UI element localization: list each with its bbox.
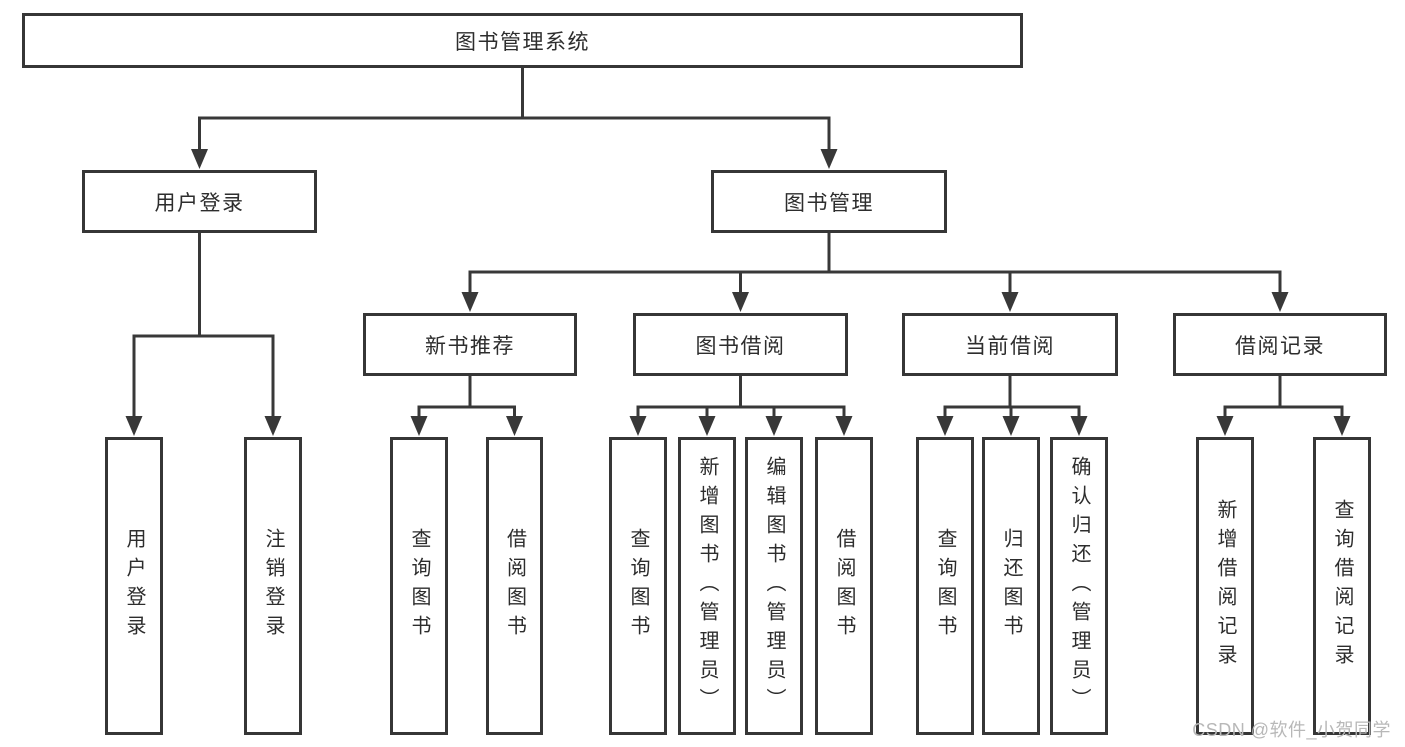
node-bb-add: 新增图书（管理员） (678, 437, 736, 735)
node-label: 图书管理系统 (455, 30, 590, 54)
node-current-borrow: 当前借阅 (902, 313, 1118, 376)
arrowhead-icon (461, 292, 479, 312)
node-login-do: 用户登录 (105, 437, 163, 735)
node-label: 查询图书 (408, 528, 430, 644)
node-login-out: 注销登录 (244, 437, 302, 735)
node-bb-query: 查询图书 (609, 437, 667, 735)
node-label: 当前借阅 (965, 334, 1055, 358)
node-label: 编辑图书（管理员） (763, 455, 785, 717)
node-cb-return: 归还图书 (982, 437, 1040, 735)
arrowhead-icon (732, 292, 749, 312)
node-label: 借阅图书 (503, 528, 526, 644)
node-user-login: 用户登录 (82, 170, 317, 233)
node-label: 新书推荐 (425, 334, 515, 358)
node-label: 查询图书 (934, 528, 956, 644)
arrowhead-icon (936, 416, 954, 436)
node-label: 新增图书（管理员） (696, 455, 718, 717)
node-label: 注销登录 (262, 528, 284, 644)
arrowhead-icon (1216, 416, 1234, 436)
arrowhead-icon (191, 149, 208, 169)
arrowhead-icon (1001, 292, 1019, 312)
node-book-borrow: 图书借阅 (633, 313, 848, 376)
arrowhead-icon (1002, 416, 1020, 436)
node-label: 借阅图书 (833, 528, 855, 644)
arrowhead-icon (506, 416, 523, 436)
node-label: 用户登录 (154, 191, 245, 215)
node-label: 查询图书 (627, 528, 649, 644)
arrowhead-icon (835, 416, 853, 436)
node-br-query: 查询借阅记录 (1313, 437, 1371, 735)
node-root: 图书管理系统 (22, 13, 1023, 68)
node-rec-query: 查询图书 (390, 437, 448, 735)
node-new-book-rec: 新书推荐 (363, 313, 577, 376)
node-cb-confirm: 确认归还（管理员） (1050, 437, 1108, 735)
node-cb-query: 查询图书 (916, 437, 974, 735)
arrowhead-icon (125, 416, 143, 436)
arrowhead-icon (1070, 416, 1088, 436)
arrowhead-icon (629, 416, 647, 436)
node-label: 归还图书 (1000, 528, 1022, 644)
node-label: 新增借阅记录 (1214, 499, 1236, 673)
node-book-mgmt: 图书管理 (711, 170, 947, 233)
node-rec-borrow: 借阅图书 (486, 437, 543, 735)
node-label: 查询借阅记录 (1331, 499, 1353, 673)
node-label: 图书管理 (784, 191, 874, 215)
node-label: 图书借阅 (695, 334, 786, 358)
arrowhead-icon (264, 416, 282, 436)
arrowhead-icon (698, 416, 716, 436)
node-label: 确认归还（管理员） (1068, 455, 1090, 717)
node-bb-borrow: 借阅图书 (815, 437, 873, 735)
arrowhead-icon (1271, 292, 1289, 312)
node-br-add: 新增借阅记录 (1196, 437, 1254, 735)
arrowhead-icon (765, 416, 783, 436)
arrowhead-icon (1333, 416, 1351, 436)
node-label: 借阅记录 (1235, 334, 1325, 358)
node-label: 用户登录 (123, 528, 145, 644)
arrowhead-icon (410, 416, 428, 436)
node-bb-edit: 编辑图书（管理员） (745, 437, 803, 735)
node-borrow-record: 借阅记录 (1173, 313, 1387, 376)
arrowhead-icon (820, 149, 838, 169)
